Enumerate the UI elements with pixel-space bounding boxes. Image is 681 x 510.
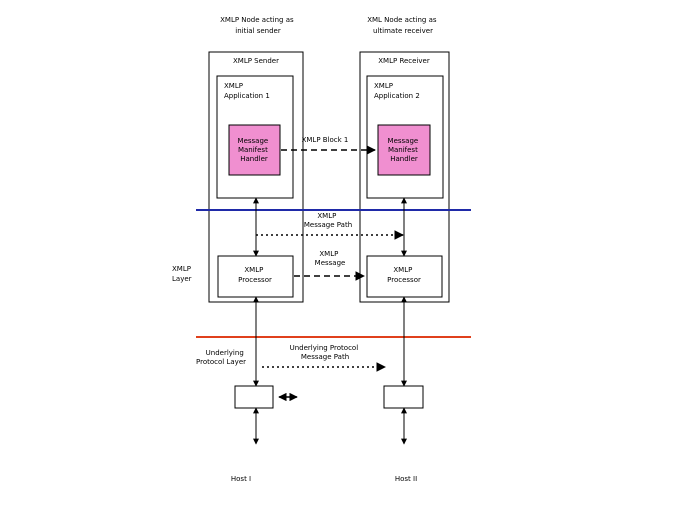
xmlp-sender-label: XMLP Sender bbox=[233, 57, 279, 65]
protocol-layer-label: Underlying Protocol Layer bbox=[196, 349, 246, 366]
application-1-label: XMLP Application 1 bbox=[224, 82, 270, 100]
host-2-label: Host II bbox=[395, 475, 417, 483]
processor-1-label: XMLP Processor bbox=[238, 266, 272, 284]
application-2-label: XMLP Application 2 bbox=[374, 82, 420, 100]
xmlp-processor-2 bbox=[366, 255, 443, 298]
xmlp-receiver-label: XMLP Receiver bbox=[378, 57, 430, 65]
processor-2-label: XMLP Processor bbox=[387, 266, 421, 284]
host-1-protocol-box bbox=[234, 385, 274, 409]
protocol-path-label: Underlying Protocol Message Path bbox=[290, 344, 361, 361]
sender-node-title: XMLP Node acting as initial sender bbox=[220, 16, 296, 35]
message-path-label: XMLP Message Path bbox=[304, 212, 352, 229]
receiver-node-title: XML Node acting as ultimate receiver bbox=[367, 16, 439, 35]
xmlp-block-label: XMLP Block 1 bbox=[302, 136, 349, 144]
handler-2-label: Message Manifest Handler bbox=[388, 137, 421, 163]
host-2-protocol-box bbox=[383, 385, 424, 409]
host-1-label: Host I bbox=[231, 475, 251, 483]
message-manifest-handler-2 bbox=[377, 124, 431, 176]
xmlp-message-label: XMLP Message bbox=[315, 250, 346, 267]
handler-1-label: Message Manifest Handler bbox=[238, 137, 271, 163]
xmlp-layer-label: XMLP Layer bbox=[172, 265, 193, 283]
message-manifest-handler-1 bbox=[228, 124, 281, 176]
